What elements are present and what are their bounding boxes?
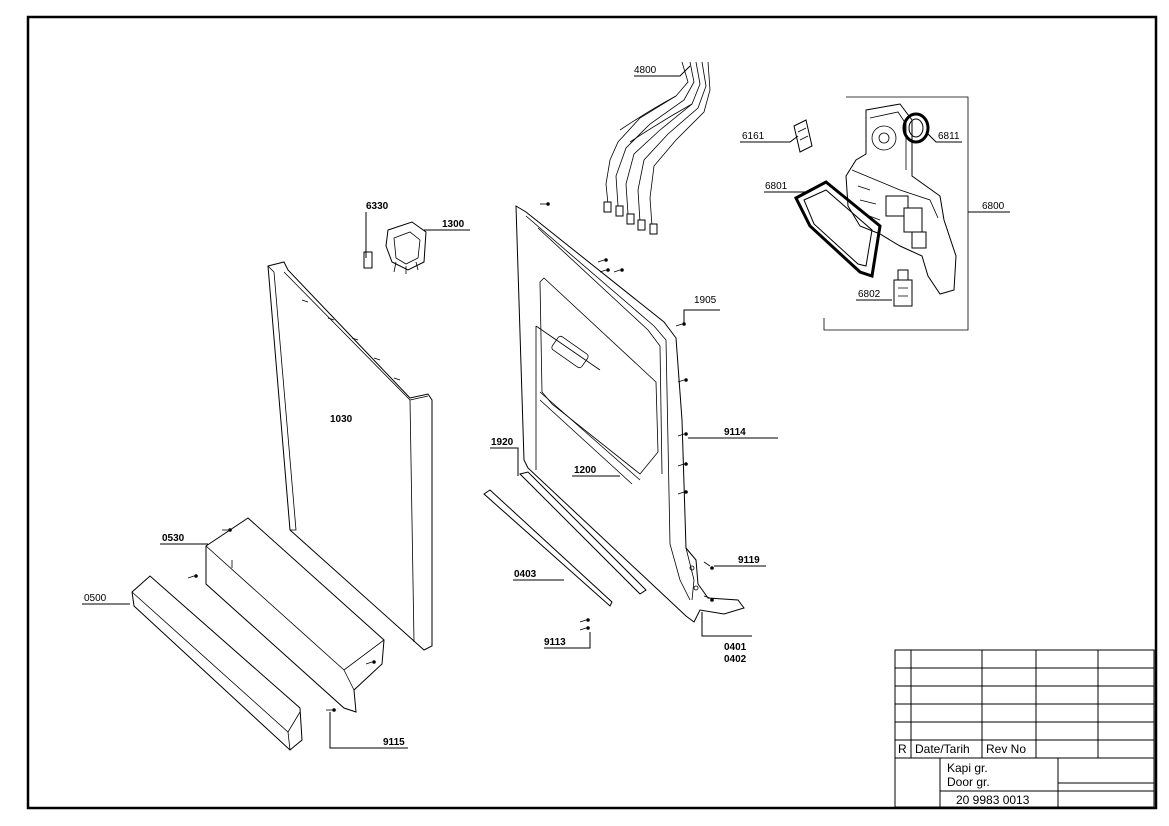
- drawing-title-tr: Kapi gr.: [947, 761, 988, 775]
- label-9119: 9119: [738, 555, 760, 566]
- door-strips: [483, 471, 647, 607]
- label-1920: 1920: [491, 437, 514, 448]
- label-6802: 6802: [858, 289, 881, 300]
- wire-harness: [603, 61, 711, 235]
- title-block: R Date/Tarih Rev No Kapi gr. Door gr. 20…: [894, 649, 1155, 808]
- door-latch-parts: [363, 221, 427, 274]
- label-1300: 1300: [442, 219, 465, 230]
- label-0500: 0500: [84, 593, 107, 604]
- label-1030: 1030: [330, 414, 353, 425]
- title-block-revno-header: Rev No: [986, 742, 1026, 756]
- kick-plate-bracket: [205, 517, 385, 713]
- label-4800: 4800: [634, 65, 657, 76]
- screws: [187, 202, 714, 712]
- front-panel: [131, 575, 303, 751]
- detergent-dispenser-group: [793, 96, 969, 331]
- label-6811: 6811: [938, 131, 960, 142]
- label-0530: 0530: [162, 533, 185, 544]
- label-6801: 6801: [765, 181, 788, 192]
- inner-door-frame: [515, 205, 745, 623]
- label-6800: 6800: [982, 201, 1005, 212]
- label-9114: 9114: [724, 427, 746, 438]
- label-1200: 1200: [574, 465, 597, 476]
- label-1905: 1905: [694, 295, 717, 306]
- label-0403: 0403: [514, 569, 537, 580]
- part-labels: 4800 6161 6811 6801 6800 6802 6330 1300 …: [84, 65, 1005, 748]
- title-block-date-header: Date/Tarih: [915, 742, 970, 756]
- label-9113: 9113: [544, 637, 566, 648]
- outer-door-panel: [267, 261, 433, 651]
- label-0401: 0401: [724, 642, 747, 653]
- label-6330: 6330: [366, 201, 389, 212]
- drawing-frame: [26, 15, 1158, 810]
- label-6161: 6161: [742, 131, 765, 142]
- drawing-title-en: Door gr.: [947, 775, 990, 789]
- title-block-rev-header: R: [898, 742, 907, 756]
- leader-lines: [82, 65, 1010, 749]
- label-0402: 0402: [724, 654, 747, 665]
- label-9115: 9115: [383, 737, 405, 748]
- drawing-number: 20 9983 0013: [956, 793, 1030, 807]
